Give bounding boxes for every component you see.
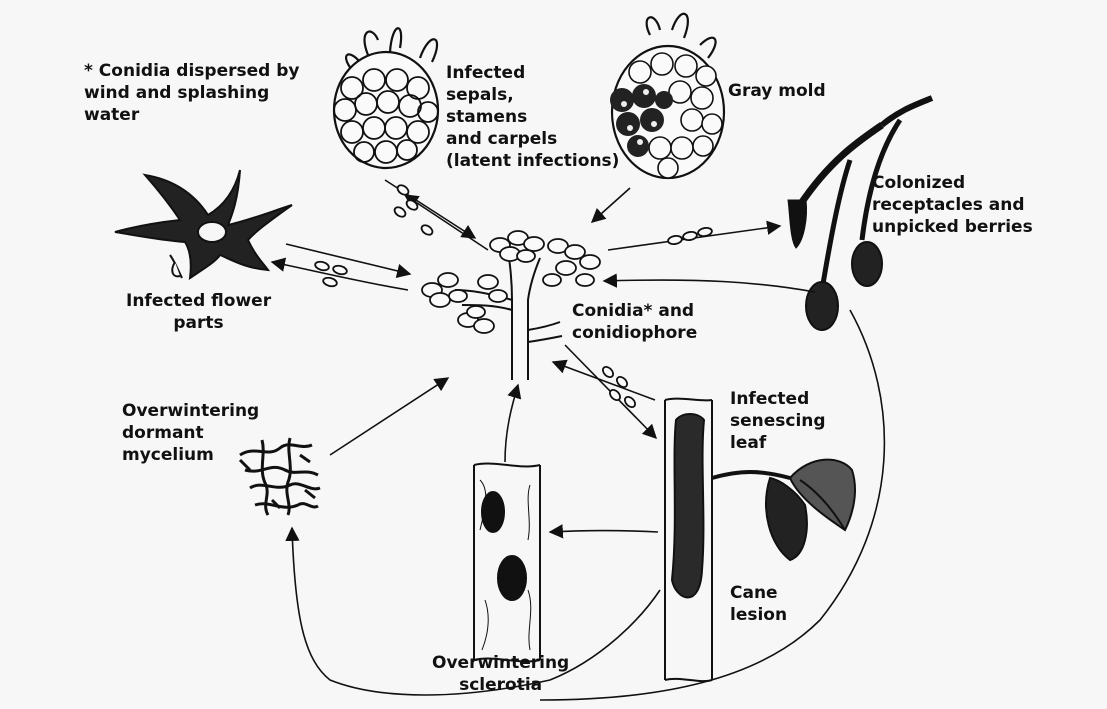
dispersal-note: * Conidia dispersed by wind and splashin… [84, 60, 299, 126]
arrow-conidia-to-sepals [405, 195, 488, 250]
colonized-line-2: receptacles and [872, 194, 1033, 216]
colonized-line-3: unpicked berries [872, 216, 1033, 238]
mycelium-line-1: Overwintering [122, 400, 259, 422]
label-gray-mold: Gray mold [728, 80, 826, 102]
airborne-conidia [314, 183, 712, 409]
infected-berry-illustration [334, 28, 438, 168]
conidia-line-1: Conidia* and [572, 300, 697, 322]
flower-parts-line-2: parts [126, 312, 271, 334]
arrow-mycelium-to-conidia [330, 378, 448, 455]
label-infected-sepals: Infected sepals, stamens and carpels (la… [446, 62, 619, 172]
infected-flower-parts-illustration [115, 170, 292, 278]
mycelium-line-2: dormant [122, 422, 259, 444]
leaf-line-1: Infected [730, 388, 826, 410]
leaf-line-2: senescing [730, 410, 826, 432]
arrow-colonized-to-conidia [604, 280, 815, 292]
colonized-line-1: Colonized [872, 172, 1033, 194]
sepals-line-3: stamens [446, 106, 619, 128]
label-colonized: Colonized receptacles and unpicked berri… [872, 172, 1033, 238]
arrow-lesion-to-sclerotia [550, 531, 658, 533]
sclerotia-line-1: Overwintering [432, 652, 569, 674]
sepals-line-2: sepals, [446, 84, 619, 106]
conidia-line-2: conidiophore [572, 322, 697, 344]
label-infected-senescing-leaf: Infected senescing leaf [730, 388, 826, 454]
sepals-line-4: and carpels [446, 128, 619, 150]
sclerotia-line-2: sclerotia [432, 674, 569, 696]
sclerotia-cane-illustration [474, 464, 540, 662]
label-conidia-conidiophore: Conidia* and conidiophore [572, 300, 697, 344]
label-infected-flower-parts: Infected flower parts [126, 290, 271, 334]
note-line-3: water [84, 104, 299, 126]
gray-mold-berry-illustration [610, 14, 724, 178]
cane-line-1: Cane [730, 582, 787, 604]
flower-parts-line-1: Infected flower [126, 290, 271, 312]
sepals-line-1: Infected [446, 62, 619, 84]
label-overwintering-sclerotia: Overwintering sclerotia [432, 652, 569, 696]
note-line-2: wind and splashing [84, 82, 299, 104]
arrow-sclerotia-to-conidia [505, 385, 518, 462]
gray-mold-text: Gray mold [728, 80, 826, 102]
sepals-line-5: (latent infections) [446, 150, 619, 172]
cane-line-2: lesion [730, 604, 787, 626]
label-cane-lesion: Cane lesion [730, 582, 787, 626]
mycelium-line-3: mycelium [122, 444, 259, 466]
leaf-line-3: leaf [730, 432, 826, 454]
arrow-graymold-to-conidia [592, 188, 630, 222]
label-overwintering-mycelium: Overwintering dormant mycelium [122, 400, 259, 466]
note-line-1: * Conidia dispersed by [84, 60, 299, 82]
